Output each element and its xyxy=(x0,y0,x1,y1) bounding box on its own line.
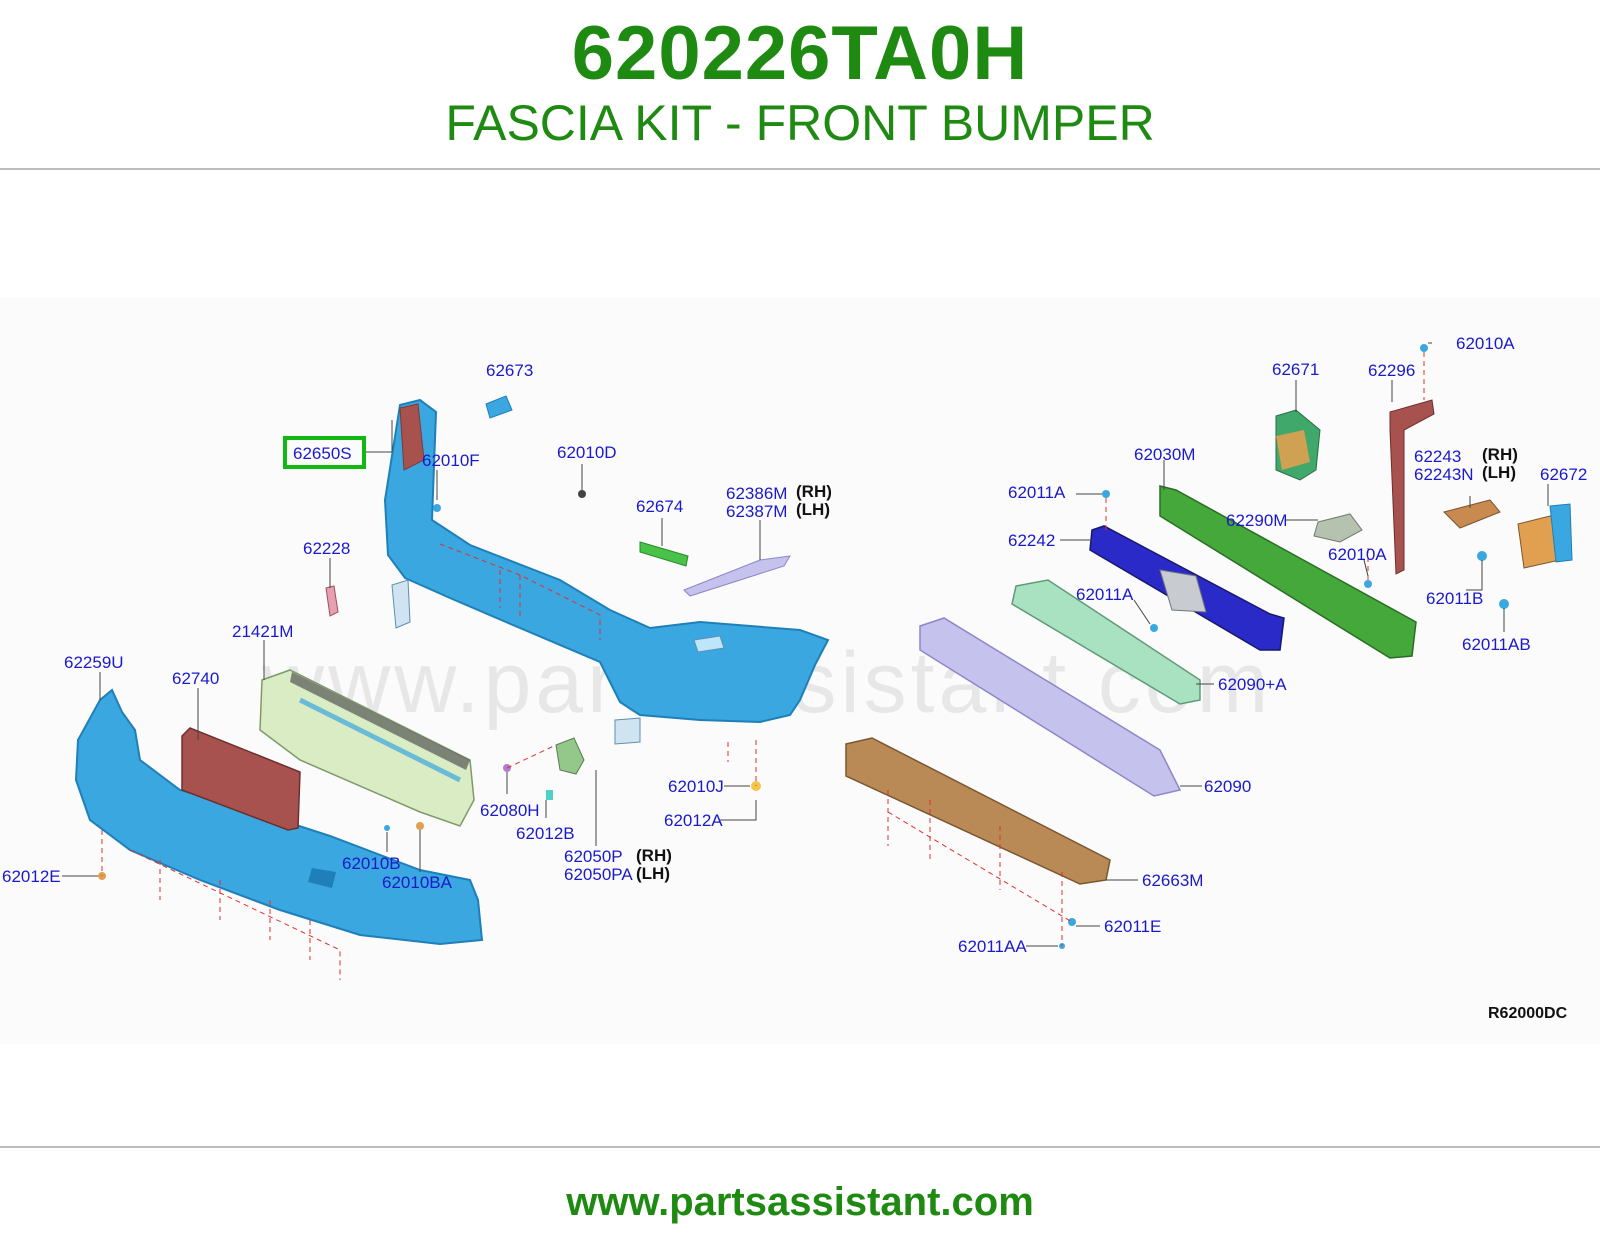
label-62011ab[interactable]: 62011AB xyxy=(1462,635,1531,654)
label-62674[interactable]: 62674 xyxy=(636,497,683,516)
label-62010b[interactable]: 62010B xyxy=(342,854,401,873)
label-62050p[interactable]: 62050P xyxy=(564,847,623,866)
label-62740[interactable]: 62740 xyxy=(172,669,219,688)
license-plate-bracket-part[interactable] xyxy=(181,727,301,831)
label-21421m[interactable]: 21421M xyxy=(232,622,293,641)
stay-62296-part[interactable] xyxy=(1389,399,1435,575)
clip-62010f-part xyxy=(433,504,441,512)
label-62011a-top[interactable]: 62011A xyxy=(1008,483,1066,502)
molding-62386m-part[interactable] xyxy=(683,555,791,597)
leader-lines xyxy=(62,342,1549,947)
label-rh-62050p: (RH) xyxy=(636,846,672,865)
stay-bracket-part[interactable] xyxy=(1159,569,1207,613)
label-62090a[interactable]: 62090+A xyxy=(1218,675,1287,694)
label-62011aa[interactable]: 62011AA xyxy=(958,937,1027,956)
label-62012e[interactable]: 62012E xyxy=(2,867,61,886)
label-62010j[interactable]: 62010J xyxy=(668,777,724,796)
bracket-62671-insert xyxy=(1276,430,1310,470)
clip-62012b-part xyxy=(546,790,553,800)
clip-62010b-part xyxy=(384,825,390,831)
bracket-62243-part[interactable] xyxy=(1443,499,1501,529)
page-header: 620226TA0H FASCIA KIT - FRONT BUMPER xyxy=(0,0,1600,168)
label-lh-62243n: (LH) xyxy=(1482,463,1516,482)
label-lh-62050pa: (LH) xyxy=(636,864,670,883)
label-62672[interactable]: 62672 xyxy=(1540,465,1587,484)
bolt-62011a-top xyxy=(1102,490,1110,498)
label-62290m[interactable]: 62290M xyxy=(1226,511,1287,530)
label-62011e[interactable]: 62011E xyxy=(1104,917,1161,936)
footer-url[interactable]: www.partsassistant.com xyxy=(566,1180,1034,1224)
seal-62290m-part[interactable] xyxy=(1313,513,1363,543)
reinforcement-62030m-part[interactable] xyxy=(1159,485,1417,659)
label-62387m[interactable]: 62387M xyxy=(726,502,787,521)
label-62050pa[interactable]: 62050PA xyxy=(564,865,633,884)
label-62011b[interactable]: 62011B xyxy=(1426,589,1483,608)
label-62259u[interactable]: 62259U xyxy=(64,653,124,672)
label-62080h[interactable]: 62080H xyxy=(480,801,540,820)
label-62242[interactable]: 62242 xyxy=(1008,531,1055,550)
diagram-canvas: www.partsassistant.com xyxy=(2,334,1587,1022)
front-fascia-part[interactable] xyxy=(383,398,830,745)
highlight-box[interactable] xyxy=(283,436,366,469)
bracket-62674-part[interactable] xyxy=(639,541,689,567)
lower-fascia-part[interactable] xyxy=(74,688,484,946)
label-62386m[interactable]: 62386M xyxy=(726,484,787,503)
label-62010a-top[interactable]: 62010A xyxy=(1456,334,1515,353)
label-62010f[interactable]: 62010F xyxy=(422,451,480,470)
front-grille-part[interactable] xyxy=(259,669,475,827)
bracket-62050p-part[interactable] xyxy=(555,737,585,775)
bolt-62011e xyxy=(1068,918,1076,926)
clip-62010d-part xyxy=(578,490,586,498)
label-62011a-mid[interactable]: 62011A xyxy=(1076,585,1134,604)
bolt-62010a-top xyxy=(1420,344,1428,352)
label-62650s[interactable]: 62650S xyxy=(293,444,352,463)
label-62010d[interactable]: 62010D xyxy=(557,443,617,462)
label-62010ba[interactable]: 62010BA xyxy=(382,873,453,892)
label-62090[interactable]: 62090 xyxy=(1204,777,1251,796)
label-rh-62386m: (RH) xyxy=(796,482,832,501)
absorber-62090-part[interactable] xyxy=(919,617,1182,797)
label-62243n[interactable]: 62243N xyxy=(1414,465,1474,484)
label-62228[interactable]: 62228 xyxy=(303,539,350,558)
undercover-62663m-part[interactable] xyxy=(845,737,1111,885)
label-62673[interactable]: 62673 xyxy=(486,361,533,380)
part-title: FASCIA KIT - FRONT BUMPER xyxy=(445,95,1155,151)
label-62012b[interactable]: 62012B xyxy=(516,824,575,843)
parts-diagram: www.partsassistant.com xyxy=(0,298,1600,1044)
clip-62010ba-part xyxy=(416,822,424,830)
label-rh-62243: (RH) xyxy=(1482,445,1518,464)
label-62671[interactable]: 62671 xyxy=(1272,360,1319,379)
bolt-62010a-mid xyxy=(1364,580,1372,588)
bolt-62011a-mid xyxy=(1150,624,1158,632)
assembly-lines-right xyxy=(887,352,1425,946)
seal-62228-part[interactable] xyxy=(325,585,339,617)
label-62296[interactable]: 62296 xyxy=(1368,361,1415,380)
label-62243[interactable]: 62243 xyxy=(1414,447,1461,466)
bracket-62672-side xyxy=(1549,503,1573,563)
bolt-62011b xyxy=(1477,551,1487,561)
label-lh-62387m: (LH) xyxy=(796,500,830,519)
part-number: 620226TA0H xyxy=(571,11,1029,96)
diagram-ref-code: R62000DC xyxy=(1488,1005,1568,1022)
bolt-62011ab xyxy=(1499,599,1509,609)
footer-divider xyxy=(0,1146,1600,1148)
header-divider xyxy=(0,168,1600,170)
assembly-lines-left xyxy=(101,543,757,980)
energy-absorber-62090a-part[interactable] xyxy=(1011,579,1201,705)
label-62012a[interactable]: 62012A xyxy=(664,811,723,830)
label-62663m[interactable]: 62663M xyxy=(1142,871,1203,890)
label-62010a-mid[interactable]: 62010A xyxy=(1328,545,1387,564)
bracket-62673-part[interactable] xyxy=(485,395,513,419)
label-62030m[interactable]: 62030M xyxy=(1134,445,1195,464)
